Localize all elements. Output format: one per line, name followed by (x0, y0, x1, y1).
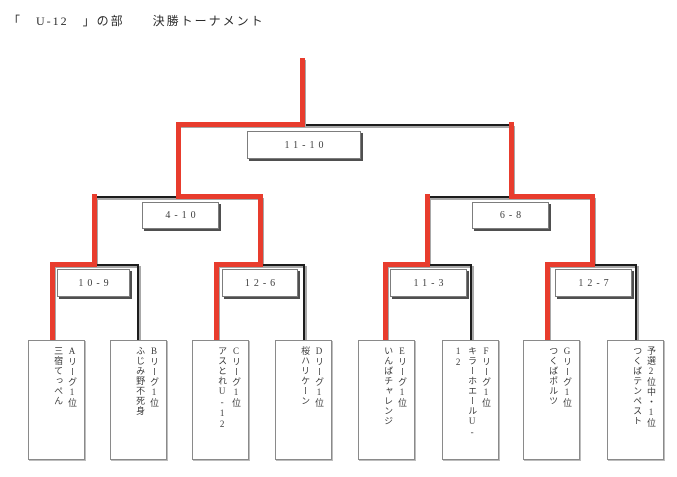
team-name: 三宿てっぺん (53, 346, 64, 406)
match-quarter4-score: 12-7 (578, 277, 613, 289)
winner-path-champion-vertical (300, 58, 305, 127)
match-semi-left-score: 4-10 (165, 210, 200, 221)
team-name: ふじみ野不死身 (135, 346, 146, 416)
winner-path-semi-right-riser (509, 122, 514, 199)
winner-path-team1-riser (50, 262, 55, 340)
team-league: Aリーグ1位 (67, 346, 77, 408)
page-title: 「 U-12 」の部 決勝トーナメント (8, 12, 265, 29)
tournament-label: 決勝トーナメント (152, 14, 265, 28)
team-name: アスとれU-12 (217, 346, 228, 430)
team-box-6: Fリーグ1位 キラーホエールU-12 (442, 340, 499, 460)
winner-path-quarter2-horizontal (214, 262, 263, 267)
match-quarter2-score-box: 12-6 (222, 269, 298, 297)
match-semi-right-score: 6-8 (499, 210, 526, 221)
team-box-8: 予選2位中・1位 つくばテンペスト (607, 340, 664, 460)
team-league: 予選2位中・1位 (646, 346, 656, 428)
team-name: いんばチャレンジ (383, 346, 394, 426)
connector-team8-riser (635, 264, 637, 340)
match-quarter3-score: 11-3 (413, 277, 448, 289)
match-quarter4-score-box: 12-7 (555, 269, 632, 297)
winner-path-final-horizontal (176, 122, 305, 127)
winner-path-quarter2-riser (258, 194, 263, 266)
team-league: Cリーグ1位 (231, 346, 241, 408)
winner-path-semi-left-horizontal (176, 194, 263, 199)
team-box-5: Eリーグ1位 いんばチャレンジ (358, 340, 415, 460)
team-box-1: Aリーグ1位 三宿てっぺん (28, 340, 85, 460)
winner-path-team5-riser (383, 262, 388, 340)
winner-path-team7-riser (545, 262, 550, 340)
team-name: つくばテンペスト (632, 346, 643, 426)
winner-path-semi-left-riser (176, 122, 181, 199)
match-quarter1-score-box: 10-9 (57, 269, 130, 297)
match-quarter1-score: 10-9 (78, 277, 113, 289)
winner-path-quarter4-riser (590, 194, 595, 266)
winner-path-quarter4-horizontal (545, 262, 595, 267)
team-name: つくばポルツ (548, 346, 559, 406)
match-final-score-box: 11-10 (247, 131, 361, 159)
team-box-2: Bリーグ1位 ふじみ野不死身 (110, 340, 167, 460)
team-league: Bリーグ1位 (149, 346, 159, 408)
winner-path-quarter3-riser (425, 194, 430, 266)
team-league: Gリーグ1位 (562, 346, 572, 408)
team-league: Dリーグ1位 (314, 346, 324, 408)
connector-team6-riser (470, 264, 472, 340)
winner-path-quarter1-horizontal (50, 262, 97, 267)
team-league: Eリーグ1位 (397, 346, 407, 408)
team-name: 桜ハリケーン (300, 346, 311, 406)
match-semi-right-score-box: 6-8 (472, 202, 549, 229)
match-quarter2-score: 12-6 (244, 277, 280, 289)
team-name: キラーホエールU-12 (453, 346, 478, 438)
team-box-7: Gリーグ1位 つくばポルツ (523, 340, 580, 460)
team-league: Fリーグ1位 (481, 346, 491, 408)
team-box-4: Dリーグ1位 桜ハリケーン (275, 340, 332, 460)
division-label: 「 U-12 」の部 (8, 14, 125, 28)
winner-path-quarter3-horizontal (383, 262, 430, 267)
winner-path-quarter1-riser (92, 194, 97, 266)
match-quarter3-score-box: 11-3 (390, 269, 467, 297)
connector-team2-riser (137, 264, 139, 340)
winner-path-semi-right-horizontal (509, 194, 595, 199)
match-semi-left-score-box: 4-10 (142, 202, 219, 229)
winner-path-team3-riser (214, 262, 219, 340)
connector-final-horizontal (177, 124, 513, 126)
connector-team4-riser (303, 264, 305, 340)
team-box-3: Cリーグ1位 アスとれU-12 (192, 340, 249, 460)
match-final-score: 11-10 (284, 139, 328, 151)
